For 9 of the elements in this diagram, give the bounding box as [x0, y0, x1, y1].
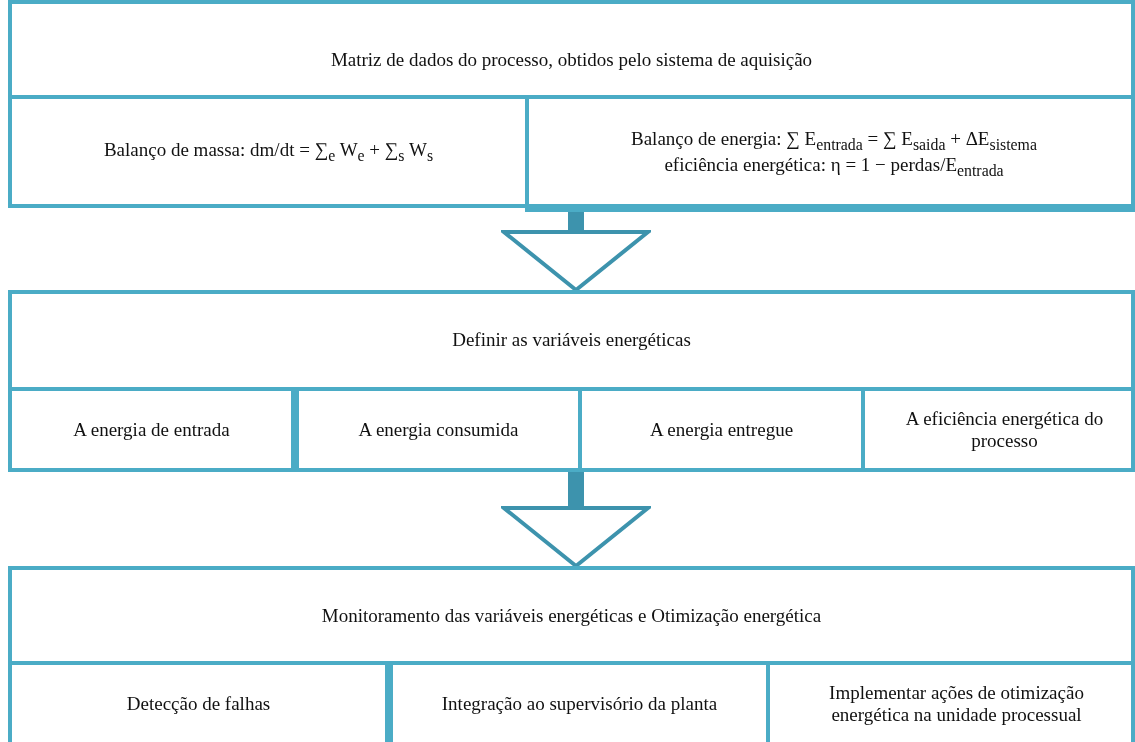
formula-box: [525, 95, 1135, 212]
process-panel: [8, 290, 1135, 472]
block-arrow: [502, 472, 650, 568]
panel-title: Matriz de dados do processo, obtidos pelo sistema de aquisição: [329, 49, 814, 71]
panel-title: Definir as variáveis energéticas: [451, 329, 692, 351]
formula-text: Balanço de energia: ∑ E$_{entrada}$ = ∑ E$_{saida}$ + ΔE$_{sistema}$: [631, 127, 1037, 154]
formula-text: eficiência energética: η = 1 − perdas/E$_{entrada}$: [664, 153, 1004, 180]
process-panel: [8, 566, 1135, 742]
panel-title: Monitoramento das variáveis energéticas e Otimização energética: [320, 605, 823, 627]
